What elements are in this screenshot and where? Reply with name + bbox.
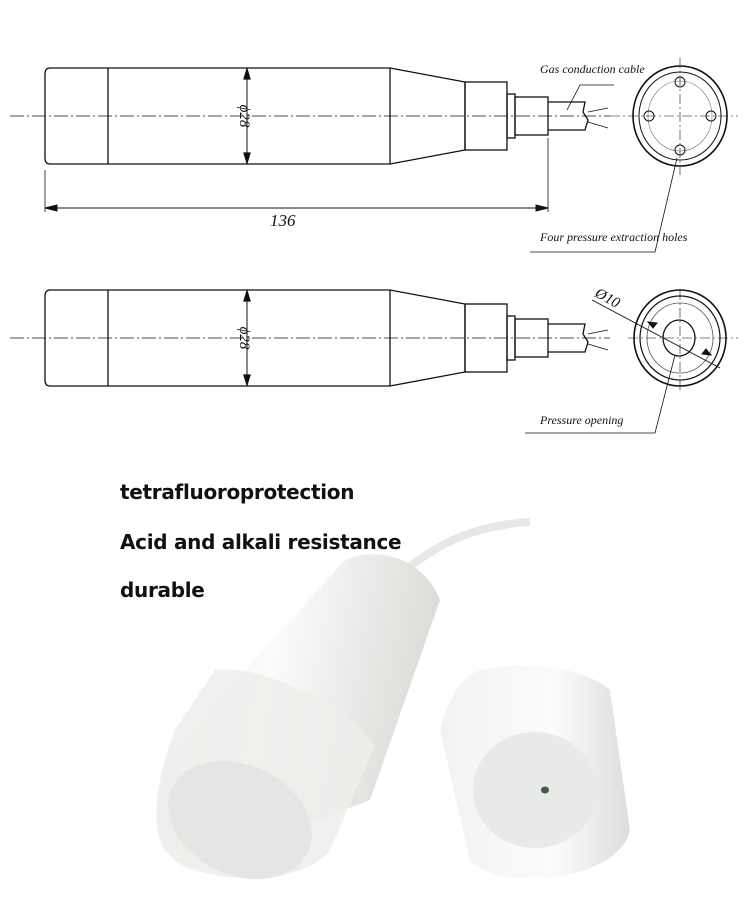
feature-text: durable <box>120 578 205 602</box>
callout-gas-conduction-cable: Gas conduction cable <box>540 62 645 76</box>
feature-text: Acid and alkali resistance <box>120 530 402 554</box>
probe-side-view-bottom <box>9 289 611 387</box>
end-view-four-holes <box>530 58 738 253</box>
diameter-label-top: ϕ28 <box>236 105 252 128</box>
callout-four-holes: Four pressure extraction holes <box>539 230 688 244</box>
probe-side-view-top <box>9 67 611 165</box>
end-view-pressure-opening <box>525 289 738 434</box>
diameter-label-bottom: ϕ28 <box>236 327 252 350</box>
length-dimension <box>44 138 549 212</box>
probe-end-face <box>168 760 312 880</box>
feature-text: tetrafluoroprotection <box>120 480 355 504</box>
length-label: 136 <box>270 211 296 230</box>
ptfe-probe-photo <box>156 518 630 880</box>
cable <box>397 518 531 579</box>
callout-pressure-opening: Pressure opening <box>539 413 623 427</box>
pressure-hole <box>541 786 549 794</box>
